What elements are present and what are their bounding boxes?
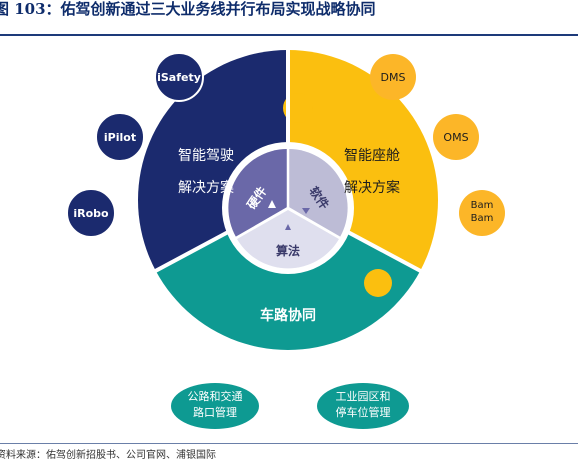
svg-text:停车位管理: 停车位管理 xyxy=(336,405,391,419)
scenario-highway: 公路和交通 路口管理 xyxy=(171,383,259,429)
product-ipilot: iPilot xyxy=(95,112,145,162)
cockpit-label-line1: 智能座舱 xyxy=(344,148,400,164)
algorithm-label: 算法 xyxy=(276,243,300,258)
autonomous-label-line2: 解决方案 xyxy=(178,179,234,196)
svg-text:iSafety: iSafety xyxy=(157,71,201,84)
puzzle-tab-left xyxy=(171,263,201,293)
svg-text:OMS: OMS xyxy=(443,131,468,144)
footer-rule xyxy=(0,443,578,444)
svg-text:公路和交通: 公路和交通 xyxy=(188,389,243,403)
product-isafety: iSafety xyxy=(154,52,204,102)
v2x-segment xyxy=(138,200,438,350)
software-sector xyxy=(289,149,348,237)
autonomous-label-line1: 智能驾驶 xyxy=(178,148,234,164)
svg-text:Bam: Bam xyxy=(471,200,494,211)
puzzle-tab-right xyxy=(364,269,392,297)
algorithm-sector xyxy=(237,210,339,269)
software-arrow-icon xyxy=(302,208,310,214)
svg-text:工业园区和: 工业园区和 xyxy=(336,390,391,403)
algorithm-arrow-icon xyxy=(285,224,291,230)
svg-text:iRobo: iRobo xyxy=(73,207,109,220)
figure-title: 图 103：佑驾创新通过三大业务线并行布局实现战略协同 xyxy=(0,0,376,18)
product-dms: DMS xyxy=(370,54,416,100)
hardware-arrow-icon xyxy=(268,200,276,208)
scenario-industrial: 工业园区和 停车位管理 xyxy=(317,383,409,429)
cockpit-label-line2: 解决方案 xyxy=(344,179,400,196)
product-bambam: Bam Bam xyxy=(459,190,505,236)
svg-text:iPilot: iPilot xyxy=(104,131,136,144)
product-oms: OMS xyxy=(433,114,479,160)
svg-text:DMS: DMS xyxy=(381,71,406,84)
v2x-label: 车路协同 xyxy=(260,307,316,324)
product-irobo: iRobo xyxy=(66,188,116,238)
title-rule xyxy=(0,34,578,36)
svg-text:Bam: Bam xyxy=(471,213,494,224)
source-note: 资料来源：佑驾创新招股书、公司官网、浦银国际 xyxy=(0,450,216,461)
svg-text:路口管理: 路口管理 xyxy=(193,405,237,419)
puzzle-tab-top xyxy=(283,93,313,123)
hardware-sector xyxy=(228,149,287,237)
